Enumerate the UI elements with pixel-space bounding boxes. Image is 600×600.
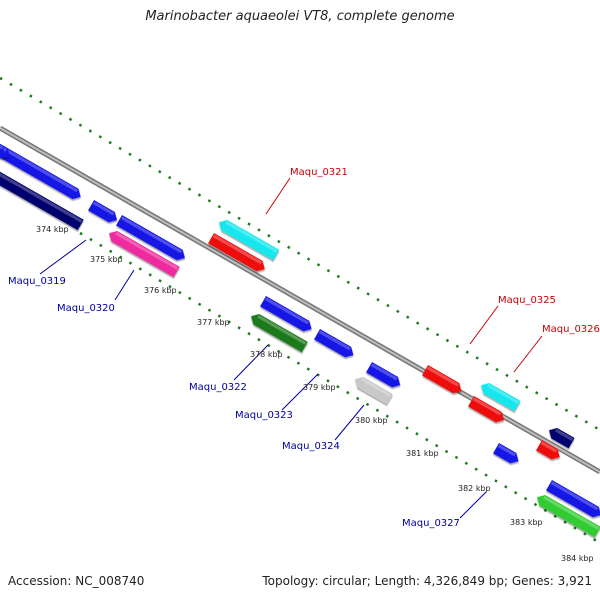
kbp-label: 382 kbp [458, 484, 491, 493]
feature-green-1-shape [251, 313, 308, 353]
feature-blue-4[interactable] [116, 215, 188, 263]
leader-line [265, 177, 291, 215]
feature-blue-8-shape [493, 443, 519, 464]
feature-green-2-highlight [543, 495, 600, 530]
feature-red-4[interactable] [536, 440, 563, 462]
kbp-label: 374 kbp [36, 225, 69, 234]
feature-navy-2-shape [549, 427, 575, 449]
feature-red-2-highlight [426, 366, 459, 387]
feature-red-1-highlight [212, 234, 263, 265]
feature-blue-5-shape [260, 296, 312, 332]
gene-features [0, 138, 600, 538]
feature-green-1[interactable] [248, 311, 308, 353]
inner-tick-row [79, 231, 600, 545]
feature-blue-2-shape [88, 200, 118, 223]
feature-cyan-1[interactable] [216, 217, 280, 261]
feature-blue-8[interactable] [493, 443, 522, 466]
feature-red-4-highlight [540, 441, 558, 453]
feature-gray-highlight [361, 377, 392, 397]
feature-navy-1[interactable] [0, 166, 84, 231]
feature-red-3[interactable] [468, 396, 507, 425]
feature-red-1[interactable] [208, 233, 268, 274]
feature-blue-9-shape [546, 480, 600, 518]
feature-blue-8-highlight [497, 444, 516, 457]
gene-label-maqu-0325[interactable]: Maqu_0325 [498, 295, 556, 306]
kbp-label: 381 kbp [406, 449, 439, 458]
kbp-label: 379 kbp [303, 383, 336, 392]
leader-line [114, 269, 135, 301]
kbp-label: 376 kbp [144, 286, 177, 295]
gene-label-maqu-0327[interactable]: Maqu_0327 [402, 518, 460, 529]
feature-green-2[interactable] [534, 492, 600, 538]
feature-green-2-shape [537, 494, 600, 538]
feature-magenta[interactable] [106, 228, 180, 278]
gene-label-maqu-0324[interactable]: Maqu_0324 [282, 441, 340, 452]
accession-text: Accession: NC_008740 [8, 574, 145, 588]
leader-line [281, 373, 319, 411]
feature-blue-4-shape [116, 215, 185, 261]
feature-blue-7[interactable] [366, 362, 403, 390]
leader-line [459, 491, 487, 519]
feature-blue-1-highlight [0, 139, 78, 193]
gene-label-maqu-0319[interactable]: Maqu_0319 [8, 276, 66, 287]
leader-line [39, 239, 87, 275]
feature-blue-6-shape [314, 329, 354, 358]
gene-label-maqu-0323[interactable]: Maqu_0323 [235, 410, 293, 421]
feature-gray-shape [355, 376, 393, 405]
kbp-label: 375 kbp [90, 255, 123, 264]
feature-cyan-2-highlight [487, 383, 520, 404]
feature-cyan-2[interactable] [478, 380, 521, 412]
gene-label-maqu-0320[interactable]: Maqu_0320 [57, 303, 115, 314]
kbp-label: 377 kbp [197, 318, 230, 327]
map-title: Marinobacter aquaeolei VT8, complete gen… [145, 9, 455, 24]
feature-blue-3-highlight [2, 147, 7, 152]
feature-cyan-1-highlight [225, 220, 278, 253]
feature-blue-7-shape [366, 362, 401, 388]
gene-label-maqu-0321[interactable]: Maqu_0321 [290, 167, 348, 178]
feature-cyan-2-shape [481, 382, 521, 412]
kbp-label: 378 kbp [250, 350, 283, 359]
feature-blue-6-highlight [318, 330, 351, 351]
feature-green-1-highlight [257, 314, 307, 345]
leader-line [334, 404, 365, 441]
feature-navy-2-highlight [555, 428, 574, 441]
feature-navy-2[interactable] [546, 425, 575, 449]
kbp-label: 384 kbp [561, 554, 594, 563]
feature-red-1-shape [208, 233, 265, 272]
genome-summary-text: Topology: circular; Length: 4,326,849 bp… [262, 574, 592, 588]
gene-label-maqu-0322[interactable]: Maqu_0322 [189, 382, 247, 393]
feature-magenta-highlight [115, 231, 179, 270]
feature-cyan-1-shape [219, 219, 280, 261]
feature-blue-7-highlight [370, 363, 398, 381]
leader-line [233, 344, 269, 381]
feature-navy-1-shape [0, 168, 84, 231]
feature-gray[interactable] [352, 374, 393, 405]
feature-magenta-shape [109, 230, 180, 278]
feature-red-4-shape [536, 440, 560, 460]
feature-blue-5-highlight [264, 297, 309, 325]
feature-red-2-shape [422, 365, 462, 394]
leader-line [513, 335, 543, 373]
feature-blue-2-highlight [92, 201, 115, 216]
feature-blue-4-highlight [120, 216, 183, 254]
feature-blue-3[interactable] [0, 146, 13, 161]
kbp-label: 383 kbp [510, 518, 543, 527]
leader-line [469, 305, 499, 345]
feature-blue-6[interactable] [314, 329, 356, 360]
feature-blue-2[interactable] [88, 200, 120, 225]
gene-label-maqu-0326[interactable]: Maqu_0326 [542, 324, 600, 335]
outer-tick-row [0, 76, 600, 432]
feature-red-2[interactable] [422, 365, 464, 396]
feature-blue-9[interactable] [546, 480, 600, 520]
feature-navy-1-highlight [0, 169, 83, 223]
feature-blue-9-highlight [550, 481, 599, 511]
feature-blue-5[interactable] [260, 296, 315, 334]
label-leader-lines [39, 177, 543, 519]
feature-red-3-highlight [472, 397, 502, 416]
feature-red-3-shape [468, 396, 504, 423]
kbp-label: 380 kbp [355, 416, 388, 425]
